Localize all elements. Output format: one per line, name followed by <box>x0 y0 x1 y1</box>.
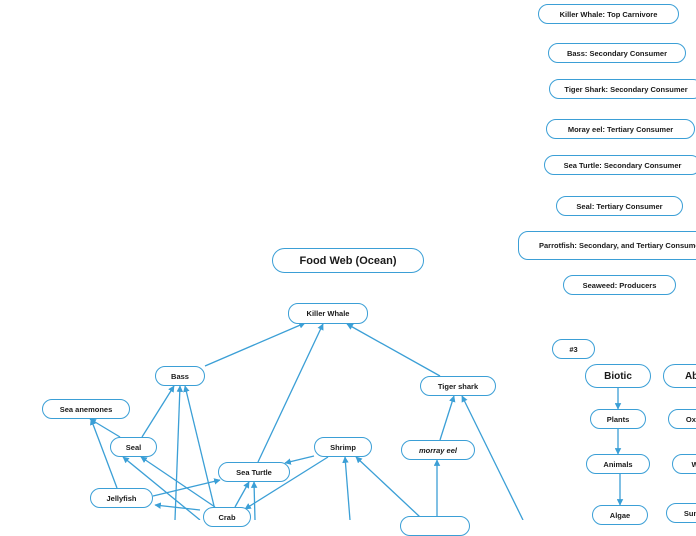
abiotic-water[interactable]: Wa <box>672 454 696 474</box>
role-tiger-shark[interactable]: Tiger Shark: Secondary Consumer <box>549 79 696 99</box>
role-moray-eel[interactable]: Moray eel: Tertiary Consumer <box>546 119 695 139</box>
connector-4 <box>183 385 216 511</box>
node-morray-eel[interactable]: morray eel <box>401 440 475 460</box>
connector-lines <box>89 322 624 520</box>
role-seal[interactable]: Seal: Tertiary Consumer <box>556 196 683 216</box>
node-sea-turtle[interactable]: Sea Turtle <box>218 462 290 482</box>
connector-15 <box>244 456 329 510</box>
node-killer-whale[interactable]: Killer Whale <box>288 303 368 324</box>
node-bass[interactable]: Bass <box>155 366 205 386</box>
node-tiger-shark[interactable]: Tiger shark <box>420 376 496 396</box>
node-unlabeled-bottom[interactable] <box>400 516 470 536</box>
connector-3 <box>141 385 175 438</box>
biotic-plants[interactable]: Plants <box>590 409 646 429</box>
connector-17 <box>355 456 421 518</box>
role-sea-turtle[interactable]: Sea Turtle: Secondary Consumer <box>544 155 696 175</box>
connector-5 <box>174 385 184 520</box>
abiotic-node[interactable]: Abi <box>663 364 696 388</box>
section-3-label[interactable]: #3 <box>552 339 595 359</box>
connector-19 <box>234 481 250 508</box>
role-killer-whale[interactable]: Killer Whale: Top Carnivore <box>538 4 679 24</box>
node-crab[interactable]: Crab <box>203 507 251 527</box>
connector-0 <box>204 322 306 367</box>
diagram-title[interactable]: Food Web (Ocean) <box>272 248 424 273</box>
biotic-node[interactable]: Biotic <box>585 364 651 388</box>
role-bass[interactable]: Bass: Secondary Consumer <box>548 43 686 63</box>
connector-11 <box>122 456 201 520</box>
food-web-diagram <box>89 322 624 520</box>
connector-2 <box>346 323 441 377</box>
connector-9 <box>90 418 118 489</box>
node-jellyfish[interactable]: Jellyfish <box>90 488 153 508</box>
biotic-animals[interactable]: Animals <box>586 454 650 474</box>
biotic-algae[interactable]: Algae <box>592 505 648 525</box>
connector-1 <box>257 323 324 463</box>
node-shrimp[interactable]: Shrimp <box>314 437 372 457</box>
connector-12 <box>152 478 221 497</box>
connector-6 <box>439 395 456 441</box>
connector-20 <box>250 481 258 520</box>
connector-13 <box>154 502 201 511</box>
connector-16 <box>342 456 351 520</box>
role-parrotfish[interactable]: Parrotfish: Secondary, and Tertiary Cons… <box>518 231 696 260</box>
abiotic-oxygen[interactable]: Oxy <box>668 409 696 429</box>
role-seaweed[interactable]: Seaweed: Producers <box>563 275 676 295</box>
node-seal[interactable]: Seal <box>110 437 157 457</box>
connector-10 <box>140 456 216 508</box>
connector-7 <box>461 395 524 520</box>
abiotic-sun[interactable]: Sun <box>666 503 696 523</box>
node-sea-anemones[interactable]: Sea anemones <box>42 399 130 419</box>
connector-14 <box>284 455 315 465</box>
